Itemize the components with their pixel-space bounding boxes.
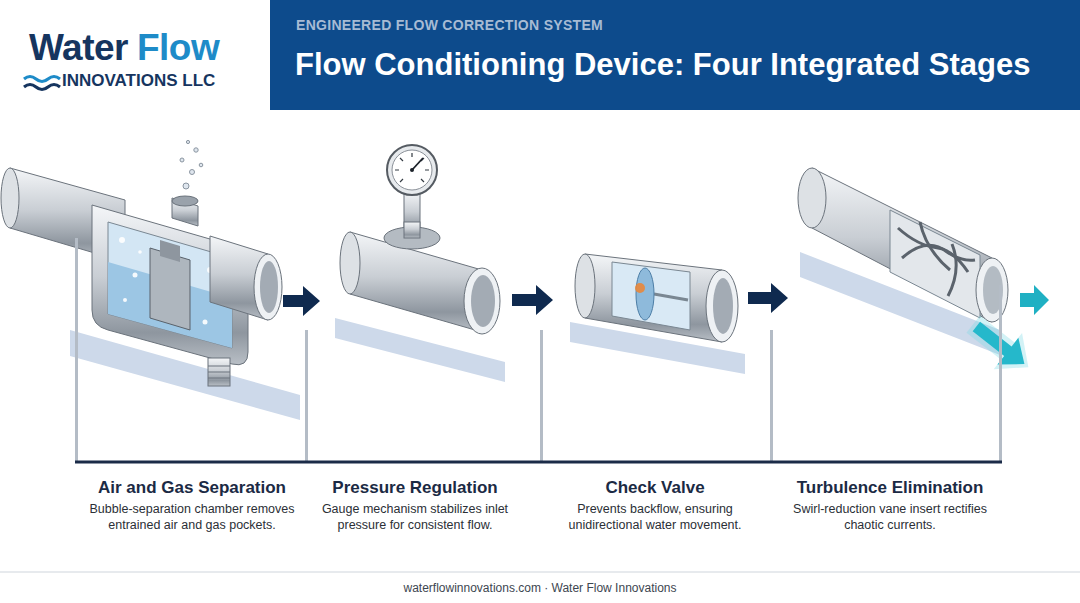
pipe-bore <box>260 261 278 313</box>
gauge-stem <box>404 222 420 238</box>
pipe-cutaway <box>890 210 980 318</box>
drain-nipple <box>208 358 230 386</box>
stage-text-block: Check ValvePrevents backflow, ensuring u… <box>548 477 763 533</box>
bubble <box>133 273 138 278</box>
pipe-bore <box>713 278 733 334</box>
pipe-opening <box>706 270 738 342</box>
flow-arrow <box>748 283 788 313</box>
valve-body <box>585 254 722 342</box>
stage-heading: Air and Gas Separation <box>82 477 302 498</box>
logo-wave <box>24 85 60 90</box>
stage-node: Pressure RegulationGauge mechanism stabi… <box>320 125 512 545</box>
bubble <box>186 140 189 143</box>
logo-wordmark: WaterFlow <box>29 28 219 75</box>
bubble <box>194 148 198 152</box>
vent-opening <box>172 196 198 206</box>
divider-line <box>75 238 78 462</box>
flow-arrow <box>512 285 553 315</box>
stage-description: Bubble-separation chamber removes entrai… <box>82 501 302 533</box>
flow-arrow <box>283 286 320 316</box>
bubble <box>183 183 189 189</box>
divider-line <box>305 330 308 462</box>
footer-caption: waterflowinnovations.com · Water Flow In… <box>0 580 1080 596</box>
stage-description: Prevents backflow, ensuring unidirection… <box>548 501 763 533</box>
bracket-line <box>75 461 1002 464</box>
stage-heading: Check Valve <box>548 477 763 498</box>
pipe-end <box>798 168 826 228</box>
pipe-body <box>812 168 992 322</box>
divider-line <box>770 330 773 462</box>
swirl-vane <box>920 222 950 270</box>
outflow-arrow <box>1020 285 1049 315</box>
stage-heading: Pressure Regulation <box>308 477 523 498</box>
stage-heading: Turbulence Elimination <box>790 477 990 498</box>
valve-disc <box>636 268 654 320</box>
stage-text-block: Air and Gas SeparationBubble-separation … <box>82 477 302 533</box>
bubble <box>180 158 184 162</box>
stage-text-block: Turbulence EliminationSwirl-reduction va… <box>790 477 990 533</box>
stage-node: Check ValvePrevents backflow, ensuring u… <box>553 125 748 545</box>
gauge-face <box>392 150 432 190</box>
header-subtitle: ENGINEERED FLOW CORRECTION SYSTEM <box>296 17 603 34</box>
logo-wave <box>24 77 60 82</box>
swirl-vane <box>948 244 956 296</box>
pipe-end <box>1 168 19 228</box>
divider-line <box>999 285 1002 462</box>
stage-node: Air and Gas SeparationBubble-separation … <box>70 125 283 545</box>
gauge-needle <box>412 158 423 170</box>
gauge-hub <box>410 168 414 172</box>
baffle-cap <box>160 240 180 262</box>
bubble <box>203 320 208 325</box>
logo-word: Flow <box>137 28 219 68</box>
footer-rule <box>0 572 1080 573</box>
bubble <box>123 298 127 302</box>
pipe-end <box>340 232 360 294</box>
gauge-rim <box>387 145 437 195</box>
divider-line <box>540 330 543 462</box>
logo-word: Water <box>29 28 128 68</box>
logo-subtext: INNOVATIONS LLC <box>62 71 215 91</box>
stage-node: Turbulence EliminationSwirl-reduction va… <box>788 125 1050 545</box>
page-title: Flow Conditioning Device: Four Integrate… <box>295 46 1030 84</box>
pipe-bore <box>471 275 495 327</box>
valve-cutaway <box>612 262 690 330</box>
pipe-opening <box>254 254 282 320</box>
baffle <box>150 248 190 330</box>
valve-seal <box>635 283 645 293</box>
stage-text-block: Pressure RegulationGauge mechanism stabi… <box>308 477 523 533</box>
header-band <box>270 0 1080 110</box>
pipe-end <box>575 254 595 318</box>
pipe-opening <box>464 268 500 334</box>
stage-description: Gauge mechanism stabilizes inlet pressur… <box>308 501 523 533</box>
valve-stem <box>654 294 688 300</box>
bubble <box>199 163 203 167</box>
pipe-opening <box>976 258 1008 322</box>
bubble <box>119 237 125 243</box>
gauge-ticks <box>395 153 429 182</box>
thread-lines <box>208 366 230 378</box>
stage-description: Swirl-reduction vane insert rectifies ch… <box>790 501 990 533</box>
bubble <box>190 170 195 175</box>
bubble <box>138 250 142 254</box>
